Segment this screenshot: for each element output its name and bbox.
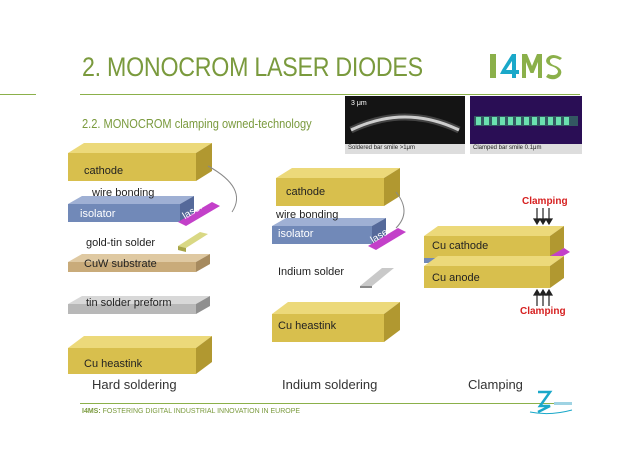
header-rule (80, 94, 580, 95)
hard-tin-top (68, 296, 210, 304)
footer-text: FOSTERING DIGITAL INDUSTRIAL INNOVATION … (102, 408, 301, 415)
hard-tin-label: tin solder preform (86, 297, 172, 309)
indium-heatsink-label: Cu heastink (278, 320, 337, 332)
hard-cathode-front (68, 153, 196, 181)
hard-goldtin-top (178, 232, 208, 248)
hard-heatsink-front (68, 348, 196, 374)
footer-brand: I4MS: (82, 408, 101, 415)
indium-isolator-label: isolator (278, 228, 314, 240)
indium-solder-top (360, 268, 394, 286)
hard-cathode-label: cathode (84, 165, 124, 177)
hard-heatsink-side (196, 336, 212, 374)
hard-section-label: Hard soldering (92, 377, 177, 392)
hard-cathode-top (68, 143, 212, 153)
clamp-anode-label: Cu anode (432, 272, 480, 284)
slide-subtitle: 2.2. MONOCROM clamping owned-technology (82, 116, 312, 131)
clamp-cathode-front (424, 236, 550, 258)
indium-cathode-label: cathode (286, 186, 326, 198)
footer: I4MS: FOSTERING DIGITAL INDUSTRIAL INNOV… (82, 408, 300, 415)
indium-solder-front (360, 286, 372, 288)
soldered-caption: Soldered bar smile >1μm (348, 145, 415, 151)
indium-heatsink-front (272, 314, 384, 342)
indium-isolator-front (272, 226, 372, 244)
hard-heatsink-top (68, 336, 212, 348)
hard-goldtin-label: gold-tin solder (86, 237, 156, 249)
hard-wire-label: wire bonding (92, 187, 155, 199)
hard-isolator-top (68, 196, 194, 204)
indium-cathode-front (276, 178, 384, 206)
soldered-bar-photo: 3 μm Soldered bar smile >1μm (345, 96, 465, 154)
hard-cuw-side (196, 254, 210, 272)
clamped-caption: Clamped bar smile 0.1μm (473, 145, 542, 151)
clamp-top-arrows (532, 208, 554, 226)
hard-cathode-side (196, 143, 212, 181)
hard-isolator-front (68, 204, 180, 222)
i4ms-logo (490, 54, 562, 80)
clamp-section-label: Clamping (468, 377, 523, 392)
indium-section-label: Indium soldering (282, 377, 378, 392)
soldered-bar-image (345, 96, 465, 154)
clamp-anode-side (550, 256, 564, 288)
hard-heatsink-label: Cu heastink (84, 358, 143, 370)
indium-cathode-side (384, 168, 400, 206)
clamp-top-label: Clamping (522, 196, 568, 207)
hard-wire-bond (207, 165, 237, 213)
scale-label: 3 μm (351, 100, 367, 107)
indium-laser (368, 228, 406, 250)
indium-isolator-top (272, 218, 386, 226)
indium-heatsink-top (272, 302, 400, 314)
clamp-anode-front (424, 266, 550, 288)
clamp-bottom-arrows (532, 288, 554, 306)
indium-wire-label: wire bonding (276, 209, 339, 221)
header-rule-left (0, 94, 36, 95)
hard-isolator-label: isolator (80, 208, 116, 220)
clamp-cathode-side (550, 226, 564, 258)
clamped-bar-image (470, 96, 582, 154)
indium-heatsink-side (384, 302, 400, 342)
indium-cathode-top (276, 168, 400, 178)
hard-goldtin-front (178, 246, 186, 252)
indium-solder-label: Indium solder (278, 266, 345, 278)
hard-tin-side (196, 296, 210, 314)
clamp-bottom-label: Clamping (520, 306, 566, 317)
clamp-anode-top (424, 256, 564, 266)
indium-wire-bond (395, 191, 405, 229)
hard-cuw-front (68, 262, 196, 272)
hard-cuw-label: CuW substrate (84, 258, 157, 270)
clamp-cathode-label: Cu cathode (432, 240, 489, 252)
hard-cuw-top (68, 254, 210, 262)
slide-title: 2. MONOCROM LASER DIODES (82, 52, 423, 82)
clamped-bar-photo: Clamped bar smile 0.1μm (470, 96, 582, 154)
hard-laser (178, 202, 220, 226)
hard-tin-front (68, 304, 196, 314)
clamp-cathode-top (424, 226, 564, 236)
eu-emblem-icon (529, 390, 573, 415)
footer-rule (80, 403, 570, 404)
